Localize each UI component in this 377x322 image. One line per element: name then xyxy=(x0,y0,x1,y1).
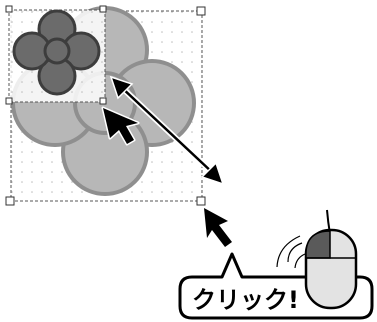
double-headed-arrow-icon xyxy=(109,75,225,186)
selection-handles[interactable] xyxy=(5,5,206,206)
computer-mouse-icon xyxy=(276,209,358,310)
callout-text: クリック! xyxy=(192,286,299,314)
arrow-cursor-icon xyxy=(101,106,140,146)
small-flower-shape-icon[interactable] xyxy=(12,9,101,96)
pointer-arrow-icon xyxy=(202,206,234,249)
